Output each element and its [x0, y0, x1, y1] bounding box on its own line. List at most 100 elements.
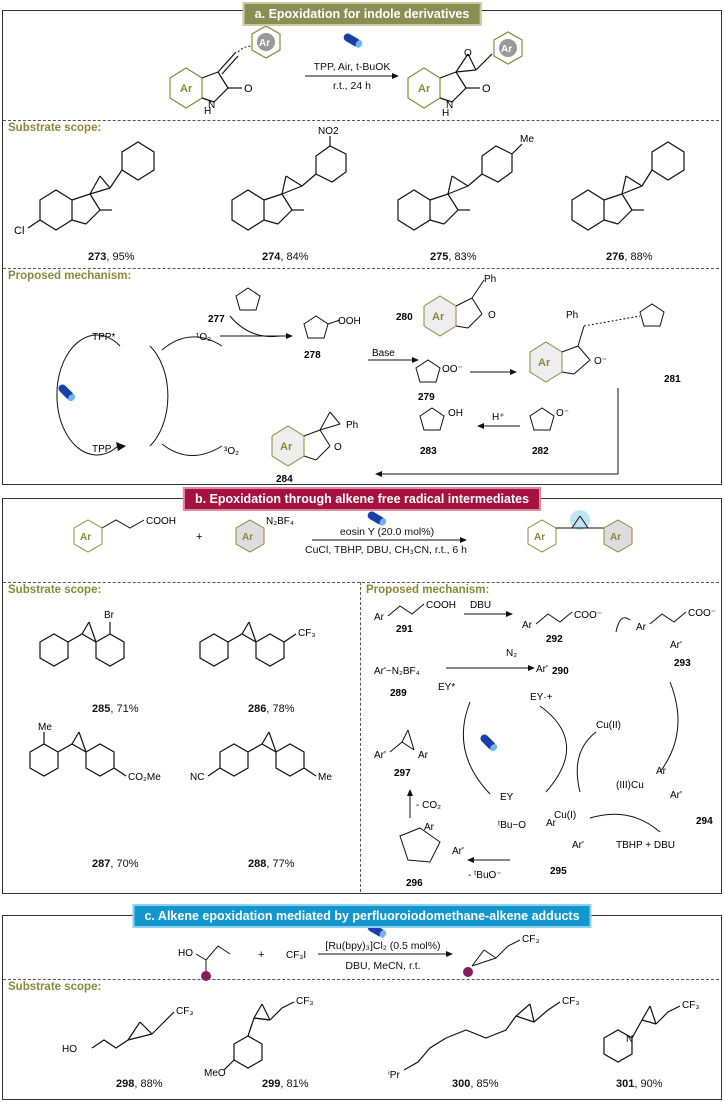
mechanism-a: TPP* TPP ¹O₂ ³O₂ 277 OOH 278 Base OO⁻ 27… [56, 274, 681, 485]
cycle-right-arc [149, 345, 169, 447]
o2-triplet: ³O₂ [224, 446, 239, 457]
c283: 283 [420, 446, 437, 457]
cu2: Cu(II) [596, 720, 621, 731]
label-275: 275, 83% [430, 251, 477, 263]
label-286: 286, 78% [248, 703, 295, 715]
product-ar-fill [499, 39, 517, 57]
ph-280: Ph [484, 274, 496, 285]
panel-b-reaction: Ar COOH + Ar N₂BF₄ Ar Ar [73, 510, 633, 553]
sub-287b: Me [38, 722, 52, 733]
thf-278 [303, 315, 329, 339]
o-minus-281: O⁻ [594, 356, 607, 367]
arp-296: Ar' [452, 846, 464, 857]
sub-288: Me [318, 772, 332, 783]
label-287: 287, 70% [92, 858, 139, 870]
divider-a2 [3, 268, 719, 269]
scope-c-header: Substrate scope: [8, 981, 102, 993]
ar-diazonium-label: Ar [242, 532, 253, 543]
dbu: DBU [470, 600, 491, 611]
cond-a-bottom: r.t., 24 h [333, 80, 371, 92]
o2-singlet: ¹O₂ [196, 332, 211, 343]
mech-b-header: Proposed mechanism: [366, 584, 490, 596]
thf-277 [235, 287, 261, 311]
n2bf4: N₂BF₄ [266, 516, 294, 527]
reactant-nh: H [204, 106, 211, 117]
arp-290: Ar' [536, 664, 548, 675]
ey: EY [500, 792, 514, 803]
scope-a-header: Substrate scope: [8, 122, 102, 134]
sub-301: N [626, 1034, 633, 1045]
c295: 295 [550, 866, 567, 877]
base: Base [372, 348, 395, 359]
c291: 291 [396, 624, 413, 635]
label-298: 298, 88% [116, 1078, 163, 1090]
prod-ar1-label: Ar [534, 532, 545, 543]
c282: 282 [532, 446, 549, 457]
sub-299: MeO [204, 1068, 226, 1079]
product-ar2: Ar [501, 44, 512, 55]
label-273: 273, 95% [88, 251, 135, 263]
divider-a1 [3, 120, 719, 121]
scope-b-structures: Br CF₃ CO₂Me Me Me NC [29, 610, 332, 783]
cooh-291: COOH [426, 600, 456, 611]
cf3-299: CF₃ [296, 996, 313, 1007]
cond-c-top: [Ru(bpy)₃]Cl₂ (0.5 mol%) [325, 940, 441, 952]
ph-281: Ph [566, 310, 578, 321]
coo-292: COO⁻ [574, 610, 602, 621]
o-280: O [488, 310, 496, 321]
ar-292: Ar [522, 620, 533, 631]
co2: - CO₂ [416, 800, 441, 811]
sub-288b: NC [190, 772, 204, 783]
cond-b-top: eosin Y (20.0 mol%) [339, 526, 435, 538]
cond-c-bottom: DBU, MeCN, r.t. [345, 960, 421, 972]
oh-283: OH [448, 408, 463, 419]
c294: 294 [696, 816, 713, 827]
product-o: O [482, 83, 491, 95]
tpp: TPP [92, 444, 112, 455]
ar-281-label: Ar [538, 357, 551, 369]
ar-296: Ar [424, 822, 435, 833]
c289: 289 [390, 688, 407, 699]
prod-ar2 [603, 519, 633, 553]
scope-c-structures: HO CF₃ MeO CF₃ ⁱPr CF₃ N CF₃ [62, 996, 699, 1081]
arp-293: Ar' [670, 640, 682, 651]
sub-287: CO₂Me [128, 772, 161, 783]
epoxide-o: O [464, 48, 472, 59]
oo-minus: OO⁻ [442, 364, 463, 375]
ar-293: Ar [636, 622, 647, 633]
substrate-dot [201, 971, 211, 981]
panel-b [2, 498, 722, 894]
ey-star: EY* [438, 682, 455, 693]
c281: 281 [664, 374, 681, 385]
product-n: N [446, 100, 453, 111]
cycle-left-arc [56, 334, 121, 456]
sub-300: ⁱPr [388, 1070, 400, 1081]
blue-light-icon [343, 33, 363, 48]
c279: 279 [418, 392, 435, 403]
plus-c: + [258, 949, 264, 961]
panel-a-reaction: Ar O H N Ar Ar O O N H Ar [169, 25, 523, 119]
reactant-o: O [244, 83, 253, 95]
c290: 290 [552, 666, 569, 677]
reactant-n: N [208, 100, 215, 111]
tbuo-o: ᵗBu−O [498, 820, 526, 831]
arp-295: Ar' [572, 840, 584, 851]
prod-ar1 [527, 519, 557, 553]
sub-286: CF₃ [298, 628, 315, 639]
ph-284: Ph [346, 420, 358, 431]
arp-297: Ar' [374, 750, 386, 761]
product-h: H [442, 108, 449, 119]
ar-291: Ar [374, 612, 385, 623]
c297: 297 [394, 768, 411, 779]
c280: 280 [396, 312, 413, 323]
o-minus-282: O⁻ [556, 408, 569, 419]
tpp-star: TPP* [92, 332, 115, 343]
plus-b: + [196, 531, 202, 543]
panel-c [2, 915, 722, 1100]
blue-light-icon-4 [480, 734, 498, 752]
c277: 277 [208, 314, 225, 325]
divider-c1 [3, 979, 719, 980]
c293: 293 [674, 658, 691, 669]
cond-a-top: TPP, Air, t-BuOK [313, 61, 391, 73]
cf3i: CF₃I [286, 950, 306, 961]
